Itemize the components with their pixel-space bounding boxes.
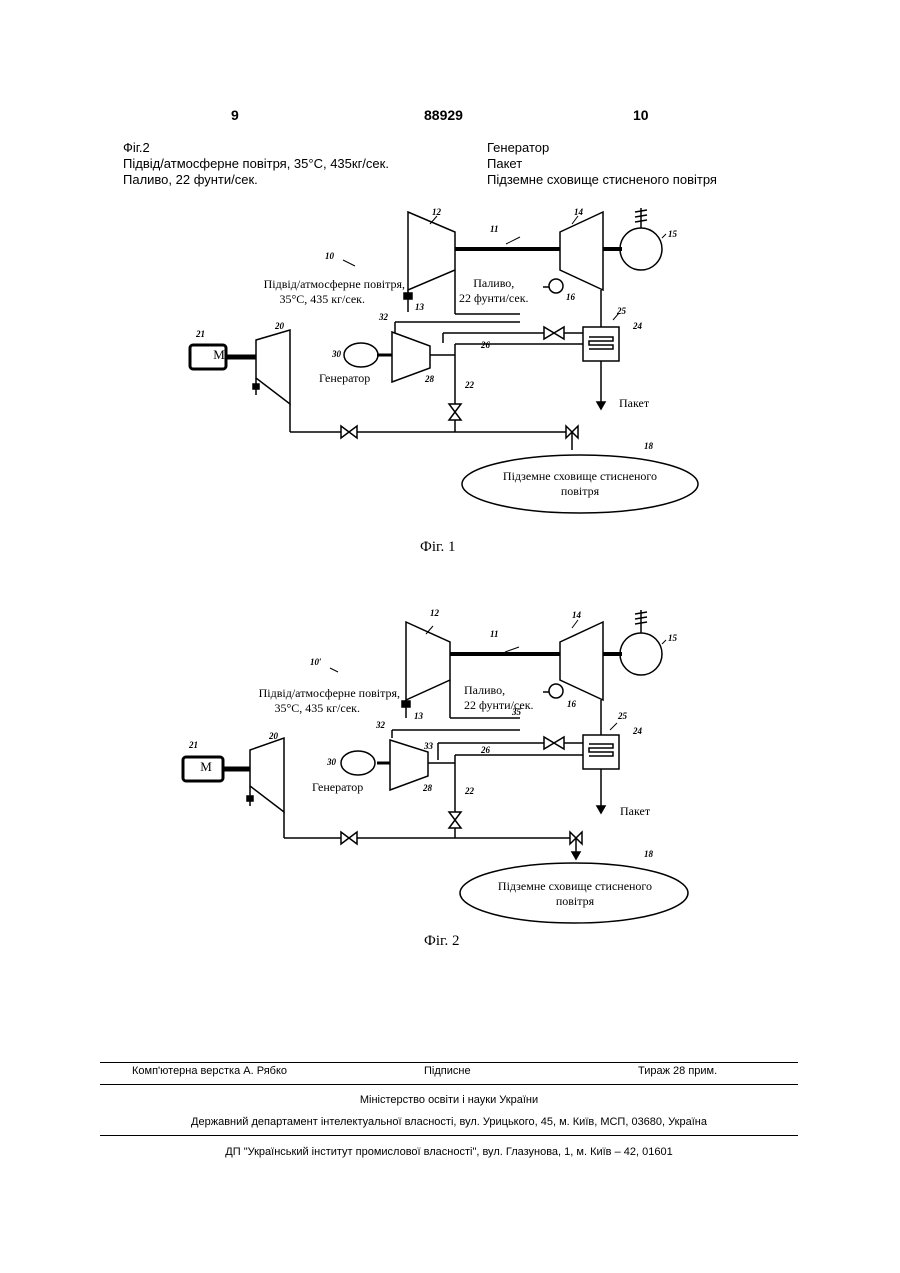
footer-circulation: Тираж 28 прим. [638, 1065, 717, 1077]
fig2-num-22: 22 [465, 786, 474, 796]
fig2-num-26: 26 [481, 745, 490, 755]
fig2-num-16: 16 [567, 699, 576, 709]
fig2-num-24: 24 [633, 726, 642, 736]
fig2-num-33: 33 [424, 741, 433, 751]
fig1-storage-line1: Підземне сховище стисненого [494, 469, 666, 484]
fig2-num-30: 30 [327, 757, 336, 767]
fig2-num-28: 28 [423, 783, 432, 793]
fig2-fuel-line1: Паливо, [464, 683, 534, 698]
footer-signed: Підписне [424, 1065, 471, 1077]
footer-rule-top [100, 1062, 798, 1063]
fig2-storage-label: Підземне сховище стисненого повітря [489, 879, 661, 909]
footer-layout-by: Комп'ютерна верстка А. Рябко [132, 1065, 287, 1077]
footer-institute: ДП "Український інститут промислової вла… [100, 1146, 798, 1158]
fig2-storage-line2: повітря [489, 894, 661, 909]
fig2-motor-label: М [196, 759, 216, 775]
fig2-storage-line1: Підземне сховище стисненого [489, 879, 661, 894]
fig2-num-13: 13 [414, 711, 423, 721]
fig2-num-15: 15 [668, 633, 677, 643]
fig2-num-10: 10′ [310, 657, 322, 667]
footer-department: Державний департамент інтелектуальної вл… [100, 1116, 798, 1128]
fig2-num-20: 20 [269, 731, 278, 741]
footer-ministry: Міністерство освіти і науки України [100, 1094, 798, 1106]
fig2-caption: Фіг. 2 [424, 933, 459, 950]
fig2-stack-label: Пакет [620, 804, 650, 819]
fig2-inlet-label: Підвід/атмосферне повітря, 35°С, 435 кг/… [240, 686, 400, 716]
fig2-diagram [0, 0, 900, 400]
fig1-caption: Фіг. 1 [420, 539, 455, 556]
fig2-num-12: 12 [430, 608, 439, 618]
fig2-num-25: 25 [618, 711, 627, 721]
fig2-fuel-line2: 22 фунти/сек. [464, 698, 534, 713]
fig1-num-18: 18 [644, 441, 653, 451]
fig2-generator-label: Генератор [312, 780, 363, 795]
fig1-storage-label: Підземне сховище стисненого повітря [494, 469, 666, 499]
fig1-storage-line2: повітря [494, 484, 666, 499]
fig2-num-18: 18 [644, 849, 653, 859]
fig2-num-11: 11 [490, 629, 499, 639]
fig2-fuel-label: Паливо, 22 фунти/сек. [464, 683, 534, 713]
fig2-num-21: 21 [189, 740, 198, 750]
footer-rule-bottom [100, 1135, 798, 1136]
fig2-num-14: 14 [572, 610, 581, 620]
fig2-num-32: 32 [376, 720, 385, 730]
fig2-inlet-line2: 35°С, 435 кг/сек. [240, 701, 400, 716]
footer-rule-middle [100, 1084, 798, 1085]
fig2-inlet-line1: Підвід/атмосферне повітря, [240, 686, 400, 701]
